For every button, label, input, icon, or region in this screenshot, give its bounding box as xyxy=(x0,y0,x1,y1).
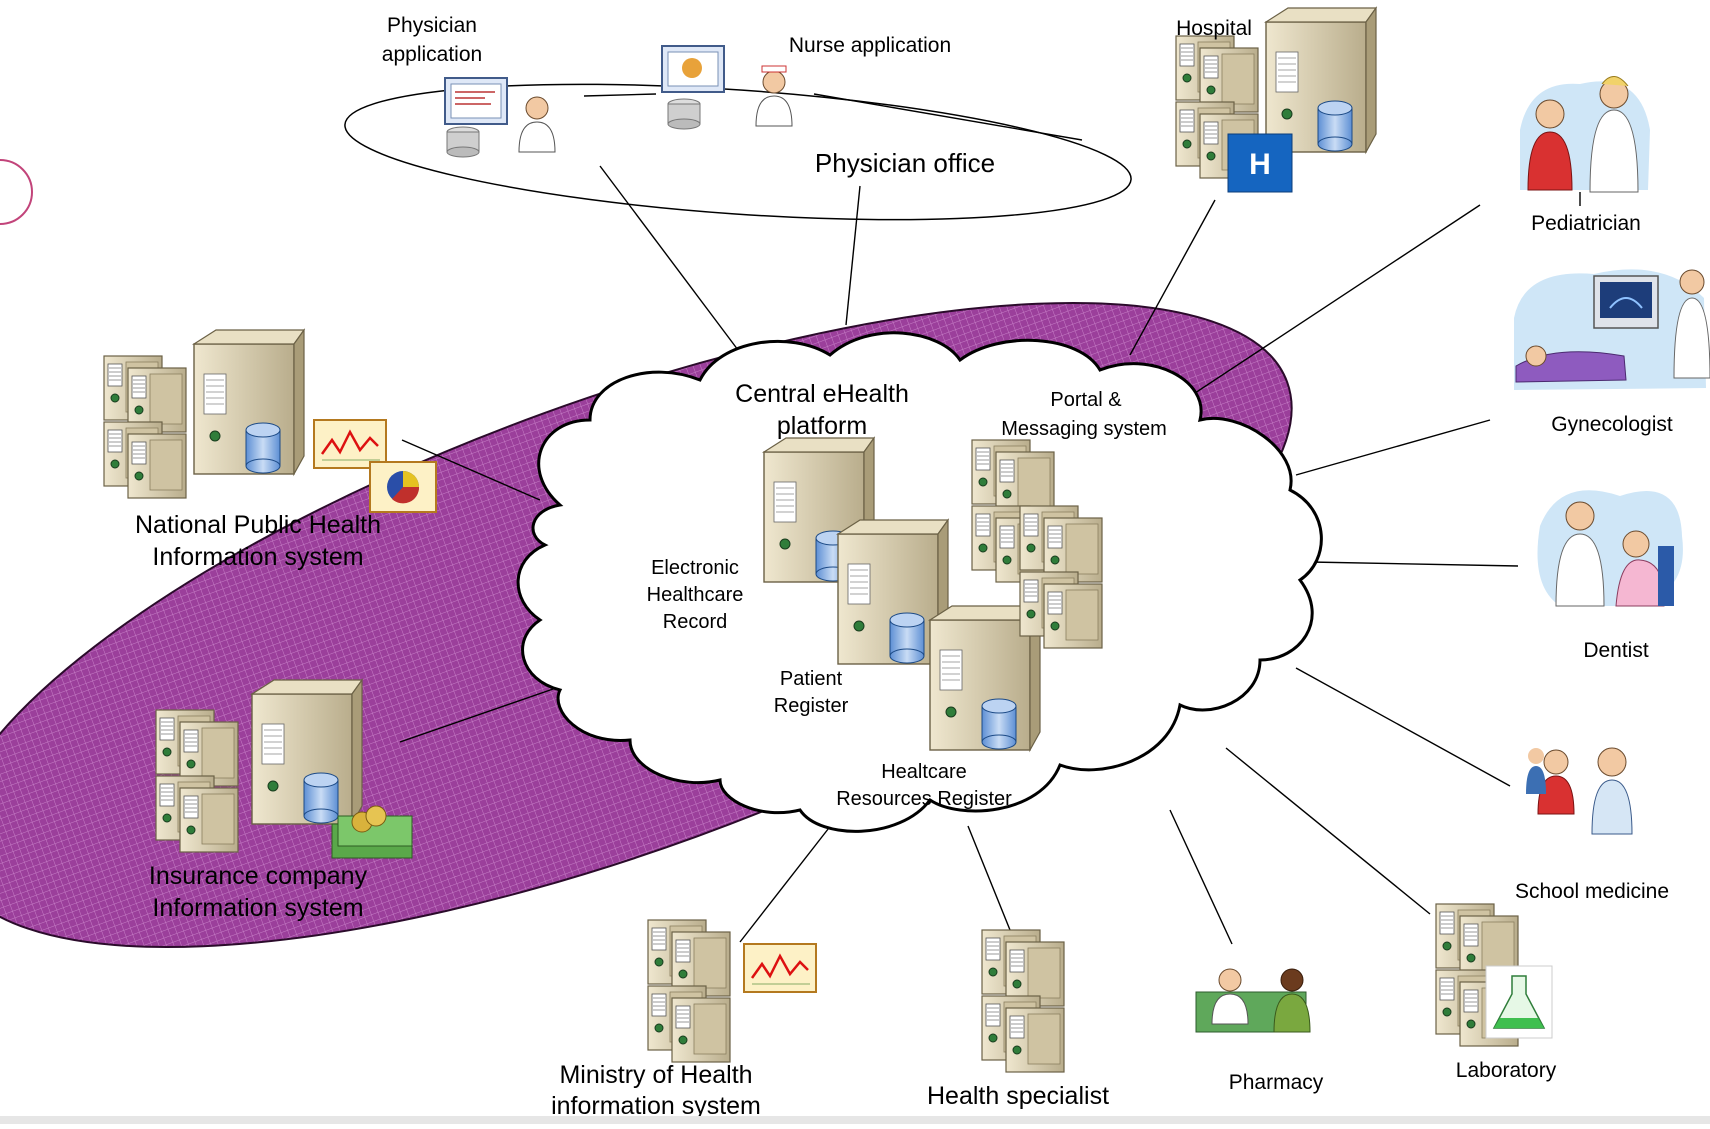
connection-lines xyxy=(399,165,1519,945)
school-medicine-label: School medicine xyxy=(1515,880,1669,903)
edge-arc-decoration xyxy=(0,159,33,225)
insurance-company-system[interactable]: Insurance company Information system xyxy=(149,679,413,922)
flask-icon xyxy=(1485,965,1553,1039)
money-icon xyxy=(331,805,413,859)
patient-register-label-line1: Patient xyxy=(780,668,843,690)
gynecologist-node[interactable]: Gynecologist xyxy=(1514,269,1710,436)
ministry-of-health-system[interactable]: Ministry of Health information system xyxy=(551,920,818,1120)
physician-office-title: Physician office xyxy=(815,148,995,178)
portal-server-stack-2[interactable] xyxy=(1020,506,1102,648)
nurse-application-icon[interactable] xyxy=(661,45,793,130)
physician-office-group: Physician application Nurse application … xyxy=(344,14,1132,221)
nurse-app-label: Nurse application xyxy=(789,34,951,57)
health-specialist-label: Health specialist xyxy=(927,1082,1109,1110)
hospital-badge-letter: H xyxy=(1249,148,1271,181)
portal-label-line1: Portal & xyxy=(1050,389,1122,411)
dentist-node[interactable]: Dentist xyxy=(1537,490,1683,662)
pediatrician-illustration xyxy=(1520,76,1650,193)
pharmacy-illustration xyxy=(1195,968,1311,1033)
school-medicine-node[interactable]: School medicine xyxy=(1515,747,1669,903)
laboratory-node[interactable]: Laboratory xyxy=(1436,904,1557,1082)
pie-chart-icon xyxy=(369,461,437,513)
pediatrician-label: Pediatrician xyxy=(1531,212,1641,235)
dentist-illustration xyxy=(1537,490,1683,607)
gynecologist-illustration xyxy=(1514,269,1710,390)
central-title-line1: Central eHealth xyxy=(735,380,909,408)
national-label-line2: Information system xyxy=(152,543,363,571)
hospital-badge xyxy=(1227,133,1293,193)
physician-application-icon[interactable] xyxy=(444,77,556,158)
insurance-label-line1: Insurance company xyxy=(149,862,368,890)
resources-register-label-line2: Resources Register xyxy=(836,788,1012,810)
national-label-line1: National Public Health xyxy=(135,511,381,539)
insurance-label-line2: Information system xyxy=(152,894,363,922)
physician-office-ellipse xyxy=(344,83,1132,221)
pediatrician-node[interactable]: Pediatrician xyxy=(1520,76,1650,235)
physician-app-label-line2: application xyxy=(382,43,482,66)
ministry-label-line1: Ministry of Health xyxy=(559,1061,752,1089)
ehr-label-line2: Healthcare xyxy=(647,584,744,606)
national-public-health-system[interactable]: National Public Health Information syste… xyxy=(104,329,437,571)
health-specialist-node[interactable]: Health specialist xyxy=(927,930,1109,1110)
patient-register-label-line2: Register xyxy=(774,695,849,717)
physician-app-label-line1: Physician xyxy=(387,14,477,37)
hospital-group[interactable]: H Hospital xyxy=(1176,7,1377,193)
resources-register-label-line1: Healtcare xyxy=(881,761,967,783)
central-platform-contents: Central eHealth platform Portal & Messag… xyxy=(647,380,1167,810)
bottom-scroll-strip xyxy=(0,1116,1710,1124)
dentist-label: Dentist xyxy=(1583,639,1649,662)
portal-label-line2: Messaging system xyxy=(1001,418,1167,440)
ehr-label-line1: Electronic xyxy=(651,557,739,579)
laboratory-label: Laboratory xyxy=(1456,1059,1557,1082)
pharmacy-node[interactable]: Pharmacy xyxy=(1195,968,1324,1094)
central-title-line2: platform xyxy=(777,412,867,440)
school-medicine-illustration xyxy=(1526,747,1633,835)
ministry-label-line2: information system xyxy=(551,1092,761,1120)
gynecologist-label: Gynecologist xyxy=(1551,413,1673,436)
hospital-label: Hospital xyxy=(1176,17,1252,40)
ehr-label-line3: Record xyxy=(663,611,727,633)
pharmacy-label: Pharmacy xyxy=(1229,1071,1324,1094)
